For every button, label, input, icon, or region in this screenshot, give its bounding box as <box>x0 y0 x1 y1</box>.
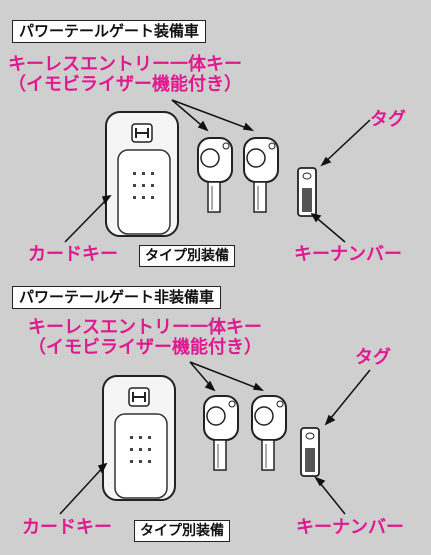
keyless-entry-label: キーレスエントリー一体キー （イモビライザー機能付き） <box>28 318 262 358</box>
pointer-arrows <box>64 99 371 243</box>
section-title: パワーテールゲート装備車 <box>12 20 207 43</box>
pointer-arrows <box>59 361 371 515</box>
card-key-image <box>102 375 176 501</box>
section-with-power-tailgate: パワーテールゲート装備車 キーレスエントリー一体キー （イモビライザー機能付き）… <box>0 0 431 277</box>
tag-label: タグ <box>370 109 406 130</box>
card-key-label: カードキー <box>22 517 112 538</box>
key-number-label: キーナンバー <box>294 244 402 265</box>
keyless-entry-label-line2: （イモビライザー機能付き） <box>8 74 242 95</box>
key-illustration <box>64 99 371 243</box>
remote-key-1-image <box>203 395 239 471</box>
keyless-entry-label-line2: （イモビライザー機能付き） <box>28 337 262 358</box>
key-tag-image <box>297 167 317 217</box>
type-specific-equipment-badge: タイプ別装備 <box>134 520 230 542</box>
remote-key-2-image <box>243 137 279 213</box>
section-without-power-tailgate: パワーテールゲート非装備車 キーレスエントリー一体キー （イモビライザー機能付き… <box>0 278 431 555</box>
card-key-image <box>105 111 179 237</box>
key-tag-image <box>300 427 320 477</box>
keyless-entry-label-line1: キーレスエントリー一体キー <box>8 54 242 75</box>
key-number-label: キーナンバー <box>296 517 404 538</box>
type-specific-equipment-badge: タイプ別装備 <box>139 245 235 267</box>
key-illustration <box>59 361 371 515</box>
section-title: パワーテールゲート非装備車 <box>12 286 222 309</box>
remote-key-1-image <box>197 137 233 213</box>
keyless-entry-label: キーレスエントリー一体キー （イモビライザー機能付き） <box>8 55 242 95</box>
card-key-label: カードキー <box>28 244 118 265</box>
keyless-entry-label-line1: キーレスエントリー一体キー <box>28 317 262 338</box>
remote-key-2-image <box>251 395 287 471</box>
tag-label: タグ <box>355 347 391 368</box>
